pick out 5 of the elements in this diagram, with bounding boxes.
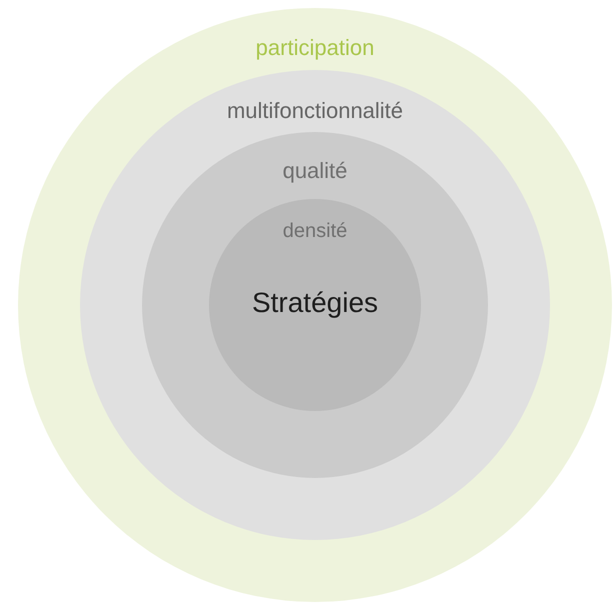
ring-label: Stratégies: [252, 286, 378, 320]
ring-label: densité: [282, 219, 348, 244]
ring-label: qualité: [282, 157, 348, 184]
ring-label: multifonctionnalité: [226, 97, 404, 124]
ring-label: participation: [256, 34, 374, 62]
